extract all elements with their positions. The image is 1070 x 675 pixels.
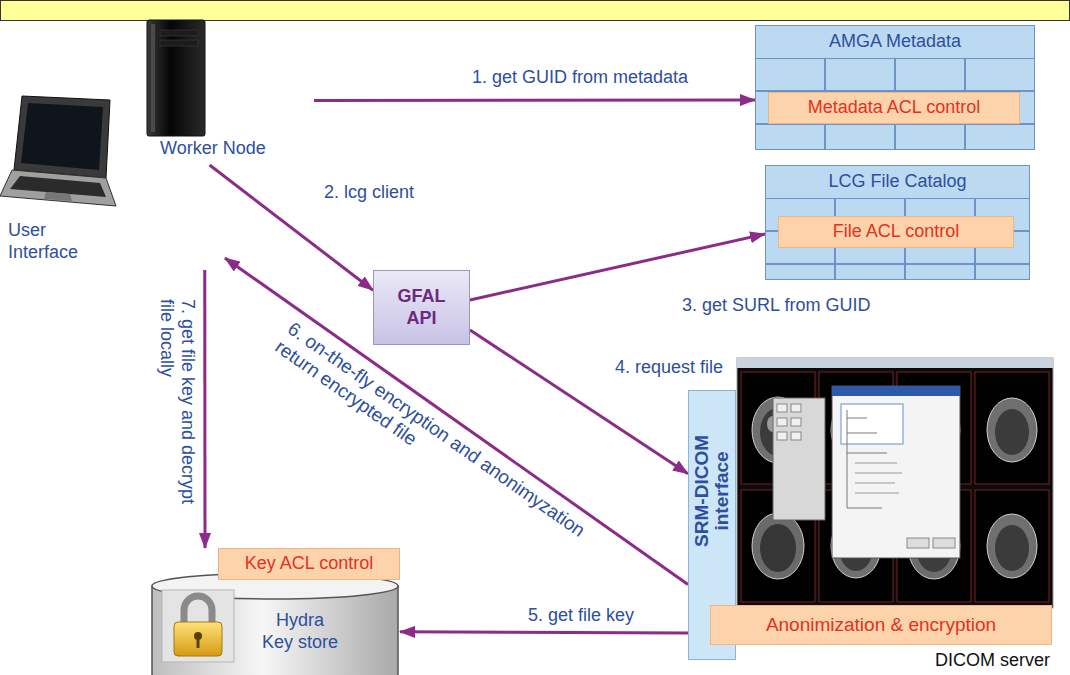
flow-arrow bbox=[400, 632, 688, 633]
worker-node: Worker Node bbox=[140, 15, 314, 165]
user-interface: User Interface bbox=[0, 170, 225, 270]
dialog-window bbox=[855, 483, 895, 484]
dialog-window bbox=[907, 538, 929, 548]
tool-panel bbox=[791, 432, 801, 440]
dialog-window bbox=[847, 508, 882, 509]
lock-icon bbox=[197, 637, 200, 648]
ct-tiles bbox=[995, 409, 1029, 455]
metadata-table: AMGA MetadataMetadata ACL control bbox=[755, 25, 1035, 150]
laptop bbox=[14, 96, 110, 178]
lock-icon bbox=[162, 590, 234, 662]
tower-computer bbox=[160, 30, 198, 36]
laptop bbox=[44, 192, 72, 201]
acl-badge: File ACL control bbox=[778, 216, 1014, 248]
tool-panel bbox=[791, 418, 801, 426]
tool-panel bbox=[791, 404, 801, 412]
connectors bbox=[205, 100, 765, 633]
ct-tiles bbox=[975, 490, 1049, 602]
ct-tiles bbox=[987, 514, 1037, 578]
ct-tiles bbox=[975, 372, 1049, 484]
lock-icon bbox=[162, 590, 234, 662]
node-label: GFAL API bbox=[392, 286, 452, 329]
node-label: Hydra Key store bbox=[260, 610, 340, 653]
tool-panel bbox=[773, 398, 825, 520]
ct-tiles bbox=[741, 372, 1049, 602]
node-label: Worker Node bbox=[160, 138, 334, 160]
dialog-window bbox=[847, 418, 867, 419]
dialog-window bbox=[855, 493, 899, 494]
api-box: GFAL API bbox=[373, 270, 470, 345]
tool-panel bbox=[777, 418, 787, 426]
dialog-window bbox=[855, 473, 902, 474]
node-label: Metadata ACL control bbox=[808, 97, 980, 119]
title-bar bbox=[1, 1, 1070, 21]
laptop bbox=[0, 170, 116, 206]
dialog-window bbox=[855, 463, 897, 464]
dialog-window bbox=[847, 453, 887, 454]
tower-computer bbox=[147, 20, 205, 136]
lock-icon bbox=[174, 622, 222, 656]
tower-computer bbox=[151, 24, 155, 132]
dialog-window bbox=[832, 386, 960, 558]
acl-badge: Key ACL control bbox=[218, 548, 400, 580]
laptop bbox=[21, 103, 103, 170]
tool-panel bbox=[773, 398, 825, 520]
dialog-window bbox=[841, 404, 903, 444]
node-label: File ACL control bbox=[833, 221, 959, 243]
node-label: User Interface bbox=[8, 220, 103, 263]
dicom-screenshot bbox=[737, 358, 1053, 608]
flow-arrow bbox=[203, 270, 206, 548]
dicom-screenshot bbox=[737, 358, 1053, 608]
flow-arrow bbox=[225, 258, 688, 584]
dialog-window bbox=[847, 433, 877, 434]
node-label: Key ACL control bbox=[245, 553, 373, 575]
tool-panel bbox=[777, 432, 787, 440]
node-label: AMGA Metadata bbox=[756, 26, 1034, 59]
ct-tiles bbox=[975, 490, 1049, 602]
flow-arrow bbox=[470, 234, 765, 300]
step-label: 6. on-the-fly encryption and anonimyzati… bbox=[271, 318, 607, 572]
node-label: SRM-DICOM interface bbox=[692, 416, 732, 566]
dialog-window bbox=[847, 410, 848, 508]
dialog-window bbox=[832, 386, 960, 396]
laptop bbox=[0, 96, 116, 206]
ct-tiles bbox=[975, 372, 1049, 484]
step-label: 7. get file key and decrypt file locally bbox=[156, 299, 197, 519]
ct-tiles bbox=[760, 524, 796, 572]
key-store-cylinder: Hydra Key store Key ACL control bbox=[150, 548, 400, 675]
tower-computer bbox=[160, 40, 198, 46]
catalog-table: LCG File CatalogFile ACL control bbox=[765, 165, 1030, 280]
flow-arrow bbox=[314, 99, 755, 103]
ct-tiles bbox=[752, 513, 804, 579]
dicom-screenshot bbox=[737, 358, 1053, 368]
tower-computer bbox=[147, 20, 205, 136]
flow-arrow bbox=[210, 165, 373, 290]
ct-tiles bbox=[987, 398, 1037, 462]
node-label: LCG File Catalog bbox=[766, 166, 1029, 199]
dialog-window bbox=[832, 386, 960, 558]
processing-badge: Anonimization & encryption bbox=[710, 605, 1052, 645]
tool-panel bbox=[777, 404, 787, 412]
dialog-window bbox=[933, 538, 955, 548]
ct-tiles bbox=[995, 525, 1029, 571]
node-label: Anonimization & encryption bbox=[766, 614, 996, 637]
acl-badge: Metadata ACL control bbox=[768, 92, 1020, 124]
